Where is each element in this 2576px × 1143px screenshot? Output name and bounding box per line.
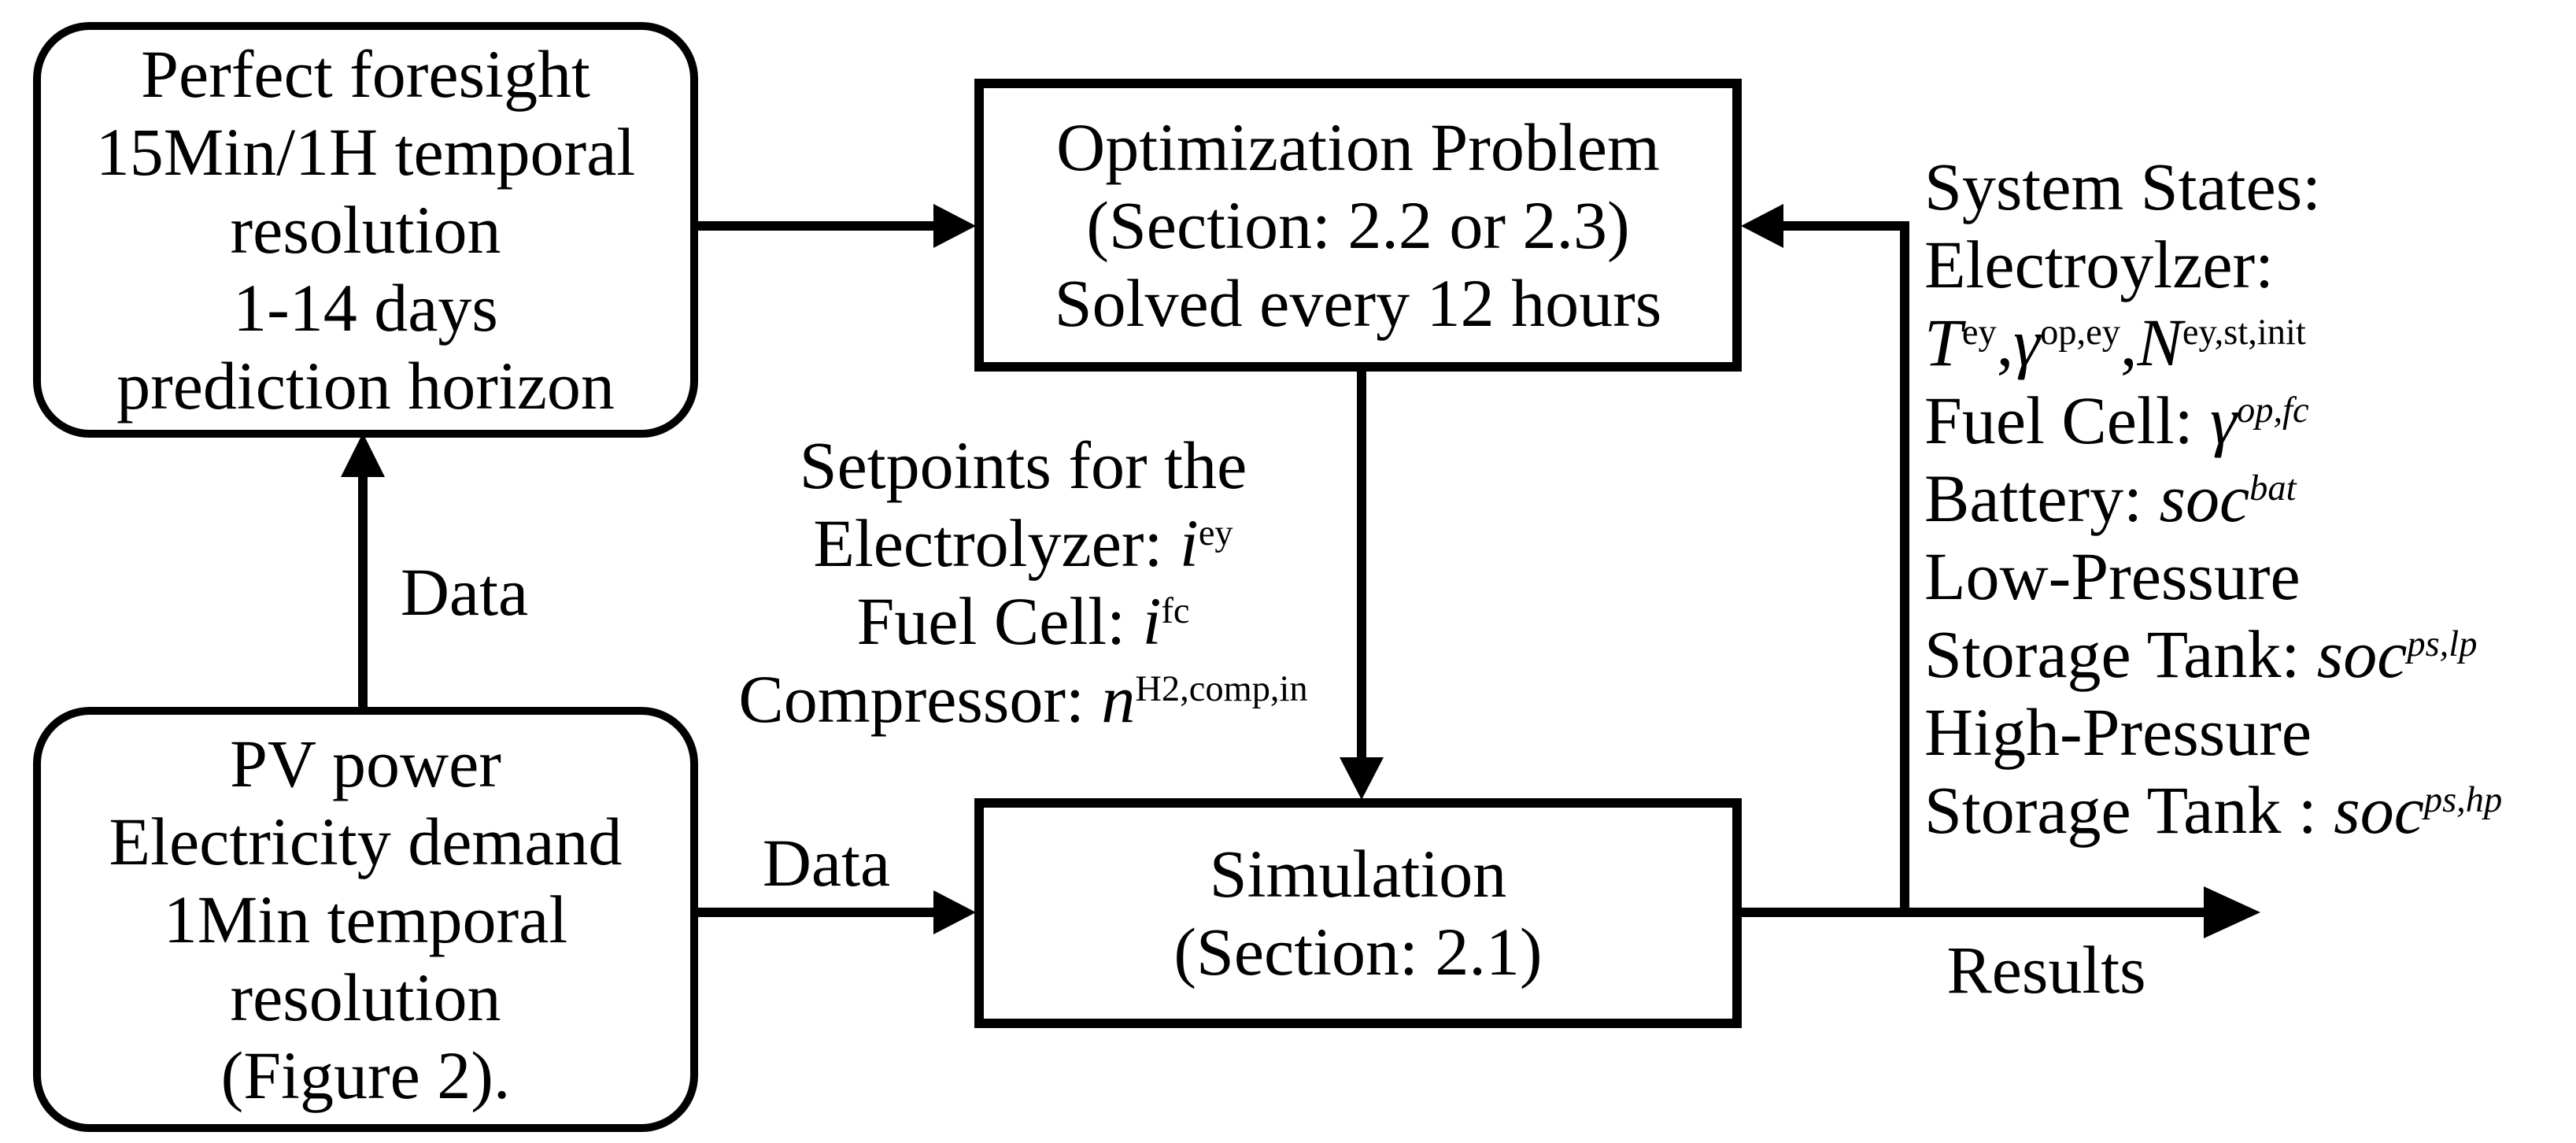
arrow-foresight-to-optimization-head-icon (933, 204, 976, 248)
text-line: resolution (230, 959, 501, 1035)
optimization-problem-box: Optimization Problem(Section: 2.2 or 2.3… (974, 79, 1742, 372)
text-line: 1Min temporal (163, 881, 568, 957)
text-line: 15Min/1H temporal (95, 113, 636, 190)
text-line: prediction horizon (116, 347, 615, 424)
text-line: PV power (230, 725, 501, 801)
arrow-data-to-simulation-shaft (696, 908, 937, 917)
text-line: Fuel Cell: ifc (856, 583, 1190, 659)
text-line: Electroylzer: (1924, 227, 2275, 302)
feedback-arrow-head-icon (1741, 204, 1783, 248)
text-line: System States: (1924, 149, 2322, 224)
text-line: Simulation (1209, 836, 1507, 912)
arrow-data-up-shaft (358, 475, 368, 710)
simulation-text: Simulation(Section: 2.1) (1173, 835, 1542, 991)
text-line: Fuel Cell: γop,fc (1924, 383, 2309, 458)
data-left-label: Data (400, 554, 529, 630)
arrow-optimization-to-simulation-shaft (1357, 368, 1366, 760)
text-line: (Section: 2.2 or 2.3) (1086, 187, 1630, 263)
text-line: (Section: 2.1) (1173, 914, 1543, 989)
feedback-line-horizontal (1782, 221, 1909, 231)
feedback-line-vertical (1900, 226, 1909, 917)
text-line: Perfect foresight (141, 35, 590, 112)
arrow-foresight-to-optimization-shaft (694, 221, 937, 231)
data-bottom-label: Data (762, 825, 891, 901)
text-line: Setpoints for the (799, 427, 1247, 503)
arrow-optimization-to-simulation-head-icon (1340, 757, 1384, 800)
text-line: Storage Tank: socps,lp (1924, 616, 2478, 692)
simulation-box: Simulation(Section: 2.1) (974, 798, 1742, 1028)
text-line: Battery: socbat (1924, 461, 2297, 536)
results-arrow-head-icon (2204, 886, 2260, 938)
system-states-text: System States:Electroylzer: Tey,γop,ey,N… (1924, 148, 2576, 849)
text-line: 1-14 days (233, 269, 498, 346)
results-label: Results (1946, 932, 2146, 1008)
text-line: resolution (230, 191, 501, 268)
text-line: Electricity demand (109, 803, 623, 879)
text-line: Electrolyzer: iey (813, 505, 1233, 581)
text-line: (Figure 2). (220, 1037, 511, 1113)
optimization-problem-text: Optimization Problem(Section: 2.2 or 2.3… (1055, 109, 1661, 342)
text-line: Storage Tank : socps,hp (1924, 772, 2503, 848)
results-line-shaft (1742, 908, 2207, 917)
text-line: Optimization Problem (1056, 109, 1660, 185)
text-line: High-Pressure (1924, 694, 2312, 770)
text-line: Low-Pressure (1924, 538, 2301, 614)
text-line: Tey,γop,ey,Ney,st,init (1924, 305, 2306, 380)
text-line: Compressor: nH2,comp,in (738, 661, 1308, 737)
arrow-data-up-head-icon (341, 433, 385, 477)
arrow-data-to-simulation-head-icon (933, 890, 976, 934)
text-line: Solved every 12 hours (1054, 264, 1662, 341)
